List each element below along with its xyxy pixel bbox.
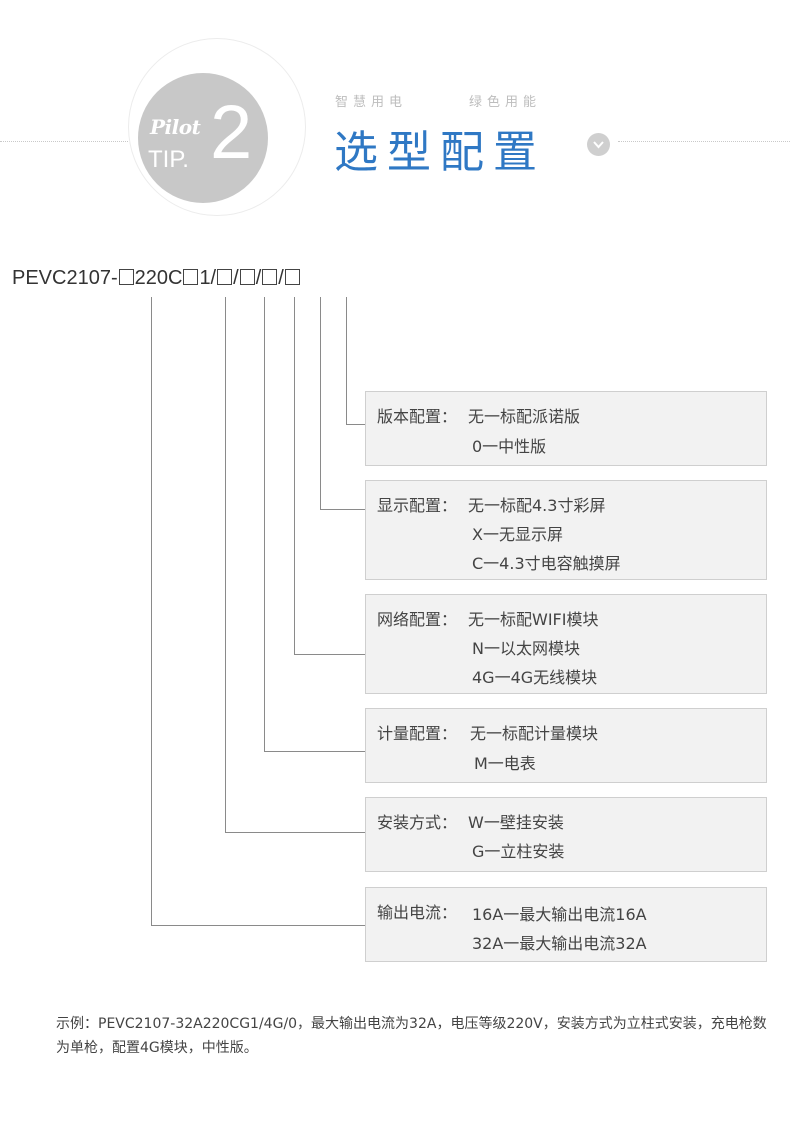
option-box-version: 版本配置： 无一标配派诺版 0一中性版	[365, 391, 767, 466]
model-sep-3: /	[278, 267, 284, 289]
placeholder-box-current	[118, 269, 134, 285]
connector-horizontal-version	[346, 424, 365, 425]
option-item: C一4.3寸电容触摸屏	[472, 554, 621, 573]
tip-number: 2	[210, 90, 253, 175]
option-item: 无一标配派诺版	[468, 407, 581, 426]
model-code: PEVC2107- 220C 1/ / / /	[12, 267, 301, 290]
option-label: 显示配置：	[377, 496, 458, 515]
connector-horizontal-current	[151, 925, 365, 926]
option-box-metering: 计量配置： 无一标配计量模块 M一电表	[365, 708, 767, 783]
connector-horizontal-metering	[264, 751, 365, 752]
connector-horizontal-network	[294, 654, 365, 655]
connector-horizontal-display	[320, 509, 365, 510]
option-item: X一无显示屏	[472, 525, 563, 544]
slogan-right: 绿色用能	[469, 94, 542, 109]
option-item: 无一标配WIFI模块	[468, 610, 599, 629]
model-sep-1: /	[233, 267, 239, 289]
option-label: 输出电流：	[377, 903, 458, 922]
option-item: 0一中性版	[472, 437, 547, 456]
model-prefix: PEVC2107-	[12, 267, 118, 289]
option-label: 版本配置：	[377, 407, 458, 426]
placeholder-box-display	[262, 269, 278, 285]
option-box-install: 安装方式： W一壁挂安装 G一立柱安装	[365, 797, 767, 872]
placeholder-box-network	[239, 269, 255, 285]
connector-vertical-network	[294, 297, 295, 654]
tip-label: TIP.	[148, 146, 189, 173]
model-gun: 1/	[199, 267, 217, 289]
brand-logo-text: Pilot	[150, 115, 201, 139]
model-sep-2: /	[255, 267, 262, 289]
placeholder-box-version	[284, 269, 300, 285]
option-label: 安装方式：	[377, 813, 458, 832]
connector-vertical-install	[225, 297, 226, 832]
option-item: 4G一4G无线模块	[472, 668, 598, 687]
placeholder-box-install	[183, 269, 199, 285]
connector-vertical-metering	[264, 297, 265, 751]
placeholder-box-metering	[217, 269, 233, 285]
option-box-current: 输出电流： 16A一最大输出电流16A 32A一最大输出电流32A	[365, 887, 767, 962]
badge-ring	[128, 38, 306, 216]
option-item: 无一标配4.3寸彩屏	[468, 496, 606, 515]
option-item: W一壁挂安装	[468, 813, 564, 832]
option-item: 16A一最大输出电流16A	[472, 905, 647, 924]
connector-vertical-version	[346, 297, 347, 424]
chevron-down-icon	[587, 133, 610, 156]
connector-vertical-current	[151, 297, 152, 925]
page-title: 选型配置	[334, 127, 546, 178]
option-item: M一电表	[474, 754, 536, 773]
header-dotted-line-left	[0, 141, 128, 142]
option-item: 32A一最大输出电流32A	[472, 934, 647, 953]
tip-badge: Pilot TIP. 2	[138, 73, 268, 203]
option-box-display: 显示配置： 无一标配4.3寸彩屏 X一无显示屏 C一4.3寸电容触摸屏	[365, 480, 767, 580]
model-voltage: 220C	[134, 267, 183, 289]
option-box-network: 网络配置： 无一标配WIFI模块 N一以太网模块 4G一4G无线模块	[365, 594, 767, 694]
option-label: 计量配置：	[377, 724, 458, 743]
connector-horizontal-install	[225, 832, 365, 833]
option-label: 网络配置：	[377, 610, 458, 629]
connector-vertical-display	[320, 297, 321, 509]
option-item: 无一标配计量模块	[470, 724, 599, 743]
slogan-left: 智慧用电	[335, 94, 408, 109]
example-text: 示例：PEVC2107-32A220CG1/4G/0，最大输出电流为32A，电压…	[56, 1016, 767, 1056]
option-item: G一立柱安装	[472, 842, 565, 861]
option-item: N一以太网模块	[472, 639, 580, 658]
header-dotted-line-right	[618, 141, 790, 142]
